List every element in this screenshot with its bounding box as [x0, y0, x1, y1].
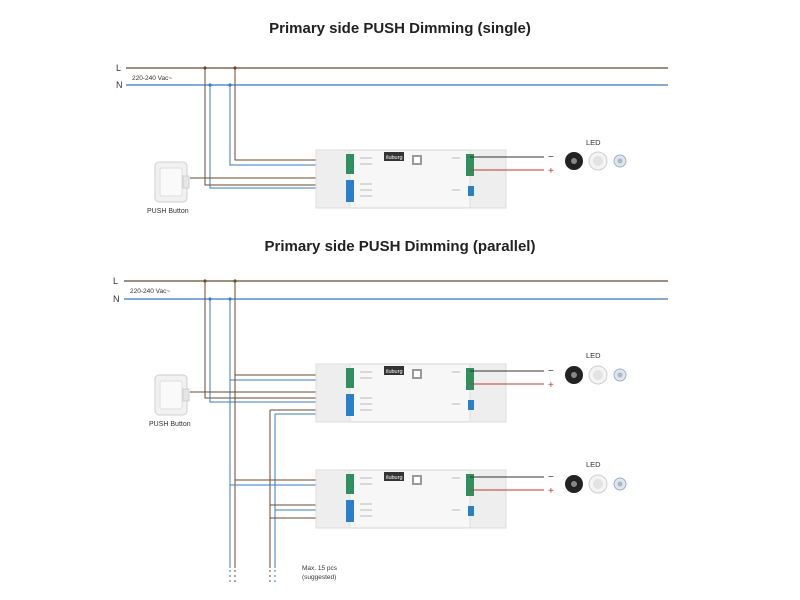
- line-label-n: N: [113, 294, 120, 304]
- led-strip-icon: [564, 474, 627, 494]
- push-button-label: PUSH Button: [147, 208, 189, 215]
- brand-badge: [384, 472, 404, 481]
- push-button-icon: [154, 161, 190, 203]
- max-note-line2: (suggested): [302, 574, 336, 581]
- diagram-title-parallel: Primary side PUSH Dimming (parallel): [264, 238, 536, 255]
- minus-sign: −: [548, 366, 554, 377]
- led-driver-icon: [315, 363, 507, 423]
- led-strip-icon: [564, 365, 627, 385]
- driver-brand: iluburg: [386, 475, 403, 481]
- led-label: LED: [586, 138, 601, 147]
- voltage-label: 220-240 Vac~: [132, 75, 172, 82]
- minus-sign: −: [548, 152, 554, 163]
- plus-sign: +: [548, 486, 554, 497]
- line-label-l: L: [113, 276, 118, 286]
- minus-sign: −: [548, 472, 554, 483]
- led-label: LED: [586, 351, 601, 360]
- push-button-icon: [154, 374, 190, 416]
- line-label-l: L: [116, 63, 121, 73]
- led-driver-icon: [315, 469, 507, 529]
- diagram-parallel: L N 220-240 Vac~ PUSH Button: [113, 276, 668, 584]
- plus-sign: +: [548, 380, 554, 391]
- diagram-single: L N 220-240 Vac~ PUSH Button iluburg − +…: [116, 63, 668, 215]
- brand-badge: [384, 152, 404, 161]
- driver-brand: iluburg: [386, 155, 403, 161]
- led-label: LED: [586, 460, 601, 469]
- voltage-label: 220-240 Vac~: [130, 288, 170, 295]
- max-note-line1: Max. 15 pcs: [302, 565, 338, 572]
- led-strip-icon: [564, 151, 627, 171]
- plus-sign: +: [548, 166, 554, 177]
- brand-badge: [384, 366, 404, 375]
- line-label-n: N: [116, 80, 123, 90]
- diagram-title-single: Primary side PUSH Dimming (single): [269, 20, 531, 37]
- push-button-label: PUSH Button: [149, 421, 191, 428]
- led-driver-icon: [315, 149, 507, 209]
- driver-brand: iluburg: [386, 369, 403, 375]
